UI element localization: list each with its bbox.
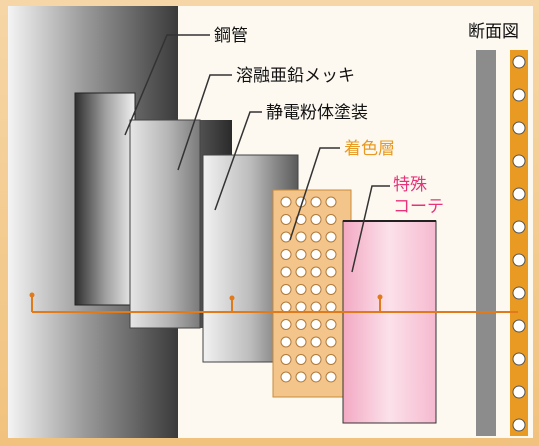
color-layer-dot: [295, 354, 307, 365]
color-layer-dot: [310, 319, 322, 330]
color-layer-dot: [295, 371, 307, 383]
color-layer-dot: [325, 284, 337, 295]
color-layer-dot: [325, 336, 337, 348]
color-layer-dot: [280, 354, 292, 365]
axis-tick-mid-dot: [229, 295, 235, 301]
cross-section-dot: [512, 121, 526, 135]
color-layer-dot: [325, 249, 337, 260]
color-layer-dot: [280, 266, 292, 278]
color-layer-dot: [310, 196, 322, 208]
leader-special-coating: [351, 185, 390, 273]
color-layer-dot: [325, 266, 337, 278]
leader-powder-coating: [214, 111, 262, 211]
cross-section-dot: [512, 352, 526, 366]
label-hot-dip-galvanizing: 溶融亜鉛メッキ: [236, 66, 355, 86]
label-steel-pipe: 鋼管: [214, 26, 248, 46]
color-layer-dot: [280, 196, 292, 208]
color-layer-dot: [310, 284, 322, 295]
color-layer-dot: [295, 336, 307, 348]
color-layer-dot: [325, 354, 337, 365]
color-layer-dot: [280, 284, 292, 295]
color-layer-dot: [280, 336, 292, 348]
color-layer-dot: [310, 231, 322, 243]
cross-section-dot: [512, 88, 526, 102]
cross-section-dot: [512, 319, 526, 333]
cross-section-dot: [512, 418, 526, 432]
label-special-coating-line2: コーテ: [393, 197, 444, 217]
color-layer-dot: [310, 266, 322, 278]
label-electrostatic-powder-coating: 静電粉体塗装: [266, 102, 368, 123]
color-layer-dot: [280, 319, 292, 330]
color-layer-dot: [325, 371, 337, 383]
color-layer-dot: [310, 214, 322, 225]
color-layer-dot: [295, 319, 307, 330]
color-layer-dot: [310, 301, 322, 313]
color-layer-dot: [280, 214, 292, 225]
cross-section-dot: [512, 187, 526, 201]
color-layer-dot: [325, 196, 337, 208]
color-layer-dot: [295, 301, 307, 313]
color-layer-dot: [295, 266, 307, 278]
color-layer-dot: [295, 231, 307, 243]
color-layer-dot: [280, 301, 292, 313]
cross-section-coating-strip: [510, 50, 528, 436]
leader-galvanizing: [177, 74, 232, 171]
color-layer-dot: [280, 371, 292, 383]
color-layer-dot: [295, 284, 307, 295]
label-color-layer: 着色層: [344, 139, 395, 159]
color-layer-dot: [310, 336, 322, 348]
axis-tick-left-dot: [29, 292, 35, 298]
steel-pipe-inner: [74, 92, 136, 306]
color-layer-dot: [310, 371, 322, 383]
cross-section-dots: [512, 55, 526, 432]
leader-color-layer: [289, 147, 340, 241]
color-layer-dots: [280, 196, 337, 383]
cross-section-dot: [512, 286, 526, 300]
color-layer-dot: [325, 319, 337, 330]
label-cross-section: 断面図: [468, 22, 519, 42]
cross-section-dot: [512, 55, 526, 69]
zinc-layer: [129, 119, 201, 329]
cross-section-dot: [512, 253, 526, 267]
cross-section-dot: [512, 220, 526, 234]
leader-steel-pipe: [124, 34, 210, 136]
color-layer-dot: [280, 249, 292, 260]
cross-section-pipe-strip: [476, 50, 496, 436]
special-coating-layer: [342, 220, 437, 424]
cross-section-dot: [512, 154, 526, 168]
color-layer-dot: [325, 214, 337, 225]
color-layer-dot: [325, 231, 337, 243]
label-special-coating-line1: 特殊: [393, 175, 427, 195]
color-layer-dot: [310, 354, 322, 365]
cross-section-dot: [512, 385, 526, 399]
color-layer-dot: [280, 231, 292, 243]
color-layer-dot: [310, 249, 322, 260]
axis-tick-right-dot: [377, 294, 383, 300]
color-layer-dot: [295, 249, 307, 260]
color-layer-dot: [325, 301, 337, 313]
